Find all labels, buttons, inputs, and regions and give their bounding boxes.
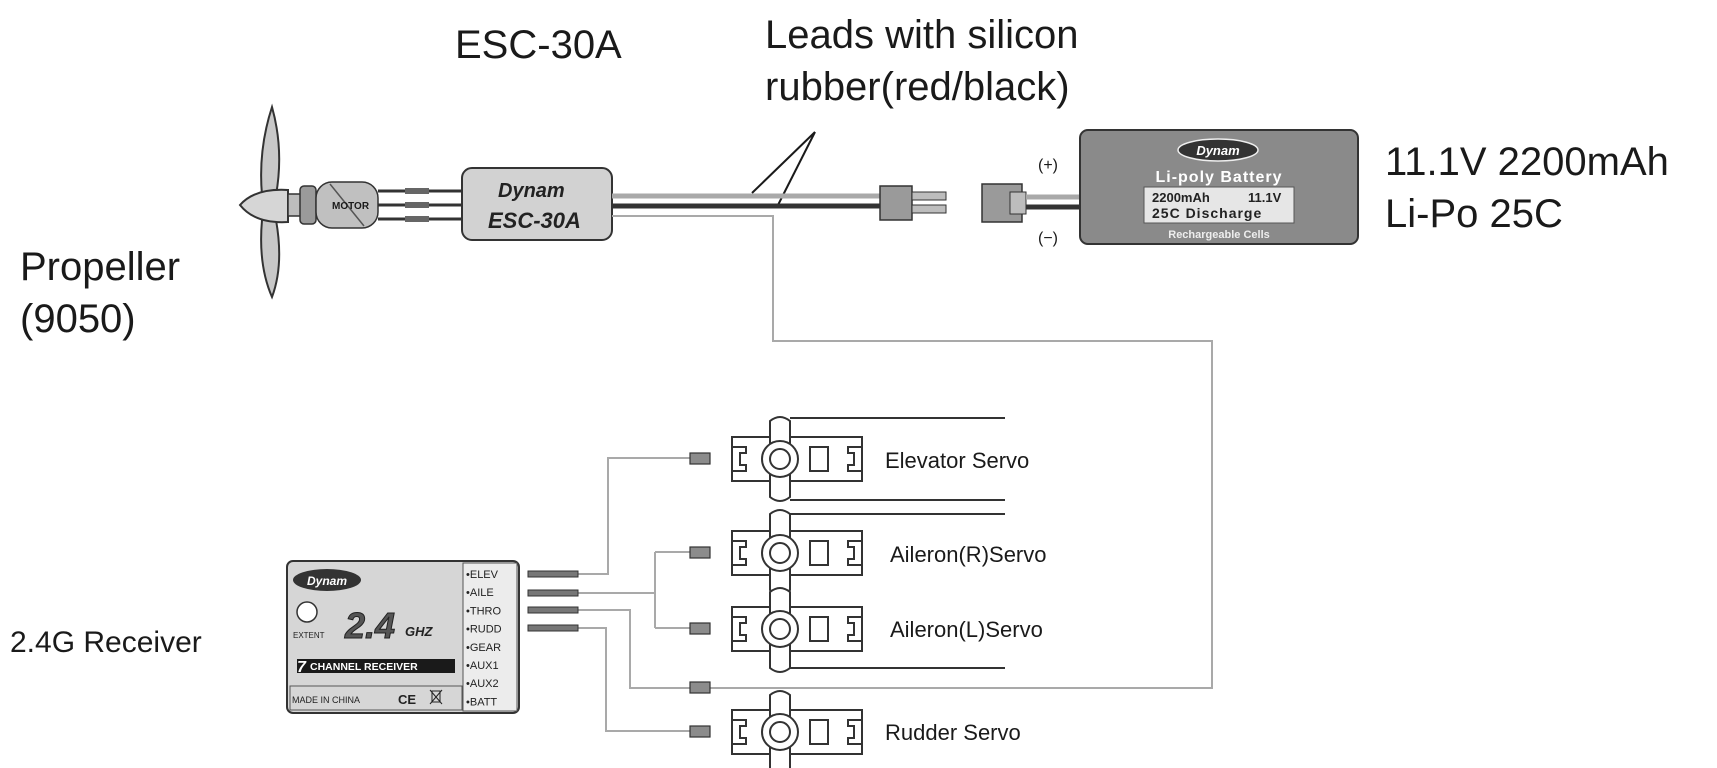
weee-bin-icon <box>429 689 443 705</box>
receiver-port-thro: •THRO <box>466 605 501 617</box>
motor-label: MOTOR <box>332 201 370 212</box>
esc-battery-leads <box>612 193 880 217</box>
propeller <box>238 103 303 300</box>
battery-title: Li-poly Battery <box>1155 169 1282 186</box>
receiver-extent-label: EXTENT <box>293 631 325 640</box>
esc-title-label: ESC-30A <box>455 23 622 67</box>
elevator-servo-label: Elevator Servo <box>885 448 1029 473</box>
receiver-port-aux2: •AUX2 <box>466 678 499 690</box>
battery-spec-line2: Li-Po 25C <box>1385 192 1563 236</box>
receiver-brand-logo: Dynam <box>307 574 347 588</box>
receiver-label: 2.4G Receiver <box>10 626 202 659</box>
leads-label-line1: Leads with silicon <box>765 13 1079 57</box>
signal-wires <box>578 215 1213 732</box>
battery-brand-logo: Dynam <box>1196 143 1240 158</box>
battery-leads <box>1026 194 1080 210</box>
aileron-l-servo: Aileron(L)Servo <box>731 587 1043 673</box>
receiver-port-labels: •ELEV •AILE •THRO •RUDD •GEAR •AUX1 •AUX2 •BATT <box>466 569 502 708</box>
receiver-port-gear: •GEAR <box>466 642 501 654</box>
lipo-battery: (+) (−) Dynam Li-poly Battery 2200mAh 11… <box>1038 129 1359 247</box>
receiver-port-batt: •BATT <box>466 696 497 708</box>
receiver: Dynam EXTENT 2.4 GHZ 7 CHANNEL RECEIVER … <box>286 560 520 714</box>
receiver-port-aile: •AILE <box>466 587 494 599</box>
motor: MOTOR <box>299 181 379 229</box>
receiver-made-in: MADE IN CHINA <box>292 695 360 705</box>
esc-model-text: ESC-30A <box>488 208 581 233</box>
propeller-label-line2: (9050) <box>20 297 136 341</box>
esc-controller: Dynam ESC-30A <box>461 167 613 241</box>
receiver-port-rudd: •RUDD <box>466 624 502 636</box>
rudder-servo: Rudder Servo <box>731 690 1021 768</box>
esc-brand-logo: Dynam <box>498 180 565 202</box>
receiver-band-unit: GHZ <box>405 624 434 639</box>
receiver-channels-num: 7 <box>297 659 307 676</box>
esc-connector <box>879 185 947 221</box>
aileron-r-servo-label: Aileron(R)Servo <box>890 542 1047 567</box>
aileron-l-servo-label: Aileron(L)Servo <box>890 617 1043 642</box>
receiver-port-aux1: •AUX1 <box>466 660 499 672</box>
battery-minus-label: (−) <box>1038 230 1058 247</box>
battery-voltage: 11.1V <box>1248 190 1282 205</box>
propeller-label-line1: Propeller <box>20 245 180 289</box>
elevator-servo: Elevator Servo <box>731 416 1029 502</box>
motor-wire-sleeves <box>405 188 429 222</box>
receiver-band-text: 2.4 <box>344 605 395 646</box>
receiver-channels-text: CHANNEL RECEIVER <box>310 661 418 673</box>
aileron-r-servo: Aileron(R)Servo <box>731 509 1047 595</box>
battery-capacity: 2200mAh <box>1152 190 1210 205</box>
leads-label-line2: rubber(red/black) <box>765 65 1070 109</box>
ce-mark: CE <box>398 692 416 707</box>
battery-connector <box>981 183 1027 223</box>
battery-footer: Rechargeable Cells <box>1168 229 1270 241</box>
receiver-port-elev: •ELEV <box>466 569 499 581</box>
receiver-plug-leads <box>527 570 579 632</box>
rudder-servo-label: Rudder Servo <box>885 720 1021 745</box>
servo-plugs <box>689 452 711 738</box>
battery-spec-line1: 11.1V 2200mAh <box>1385 140 1669 184</box>
battery-discharge: 25C Discharge <box>1152 205 1262 221</box>
battery-plus-label: (+) <box>1038 157 1058 174</box>
